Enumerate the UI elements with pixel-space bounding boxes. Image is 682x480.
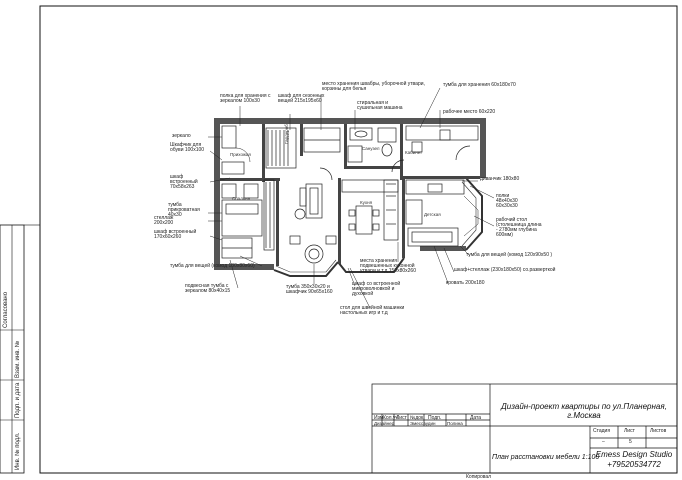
room-kids: Детская [424, 212, 441, 217]
tb-col-ndok: №док. [410, 415, 425, 421]
note-bedside: тумба прикроватная 40х30 [168, 202, 200, 218]
sheet-frame [39, 5, 678, 474]
title-block [371, 383, 678, 474]
studio-name: Emess Design Studio [595, 450, 673, 459]
note-builtin-closet-2: шкаф встроенный 170х60х260 [154, 229, 197, 240]
room-cabinet: Кабинет [405, 150, 423, 155]
tb-sheet-header: Лист [624, 428, 635, 434]
room-hall: Прихожая [230, 152, 251, 157]
tb-col-list: Лист [396, 415, 407, 421]
note-shoe-cabinet: Шкафчик для обуви 100х100 [170, 142, 205, 153]
project-title: Дизайн-проект квартиры по ул.Планерная, … [501, 402, 667, 420]
note-dresser-1: тумба для вещей (комод 130х80х60) [170, 263, 255, 269]
tb-col-izm: Изм. [374, 415, 385, 421]
tb-col-data: Дата [470, 415, 482, 421]
tb-sheets-header: Листов [650, 428, 667, 434]
room-kitchen: Кухня [360, 200, 373, 205]
tb-stage-header: Стадия [593, 428, 611, 434]
sheet-title: План расстановки мебели 1:100 [492, 454, 600, 461]
note-cabinet-storage: тумба для хранения 60х180х70 [443, 82, 516, 88]
tb-col-podp: Подп. [428, 415, 442, 421]
strip-agreed: Согласовано [3, 291, 9, 328]
studio-phone: +79520534772 [607, 460, 661, 469]
room-bathroom: Санузел [362, 146, 380, 151]
note-workplace: рабочее место 60х220 [443, 109, 496, 115]
room-bedroom: Спальня [232, 196, 251, 201]
note-dresser-2: тумба для вещей (комод 120х90х50 ) [466, 252, 553, 258]
note-wardrobe-rack: шкаф+стеллаж (230х180х50) со.разверткой [454, 267, 556, 273]
note-desk: рабочий стол (столешница длина - 2780мм … [496, 217, 542, 238]
tb-designer: Дизайнер [374, 421, 395, 426]
strip-replace-inv: Взам. инв. № [15, 340, 21, 378]
note-seasonal-wardrobe: шкаф для сезонных вещей 215х195х60 [278, 93, 325, 104]
note-shelves: полки 48х40х30 60х30х30 [496, 193, 518, 209]
note-tv-stand: тумба 350х30х20 и шкафчик 90х65х160 [286, 284, 333, 295]
copied-label: Копировал [466, 474, 492, 480]
note-oven-cabinet: шкаф со встроенной микроволновкой и духо… [352, 281, 401, 297]
room-wardrobe: Гардероб [284, 124, 289, 144]
leader-lines [208, 87, 495, 309]
note-mirror: зеркало [172, 133, 191, 139]
tb-designer-name: Эмессаудин [410, 421, 436, 426]
note-kitchen-storage: места хранения подвешенных кухонной утва… [360, 258, 416, 274]
note-rack: стеллаж 200х200 [154, 215, 174, 226]
strip-sign-date: Подп. и дата [15, 382, 21, 418]
note-shelf-mirror: полка для хранения с зеркалом 100х30 [220, 93, 271, 104]
note-bed: кровать 200х180 [446, 280, 485, 286]
tb-stage-value: – [602, 439, 605, 445]
tb-sheet-value: 5 [629, 439, 632, 445]
tb-sign: Полина [447, 421, 463, 426]
note-sofa: диванчик 180х80 [480, 176, 520, 182]
note-mop-storage: место хранения швабры, уборочной утвари,… [322, 81, 425, 92]
strip-inv-orig: Инв. № подл. [15, 432, 21, 470]
note-builtin-closet-1: шкаф встроенный 70х58х263 [170, 174, 198, 190]
tb-col-kolych: Кол.уч. [383, 415, 400, 421]
note-sewing-table: стол для швейной машинки настольных игр … [340, 305, 405, 316]
floor-plan [214, 118, 486, 277]
note-mirror-cabinet: подвесная тумба с зеркалом 80х40х15 [185, 283, 231, 294]
note-washer: стиральная и сушильная машина [357, 100, 403, 111]
